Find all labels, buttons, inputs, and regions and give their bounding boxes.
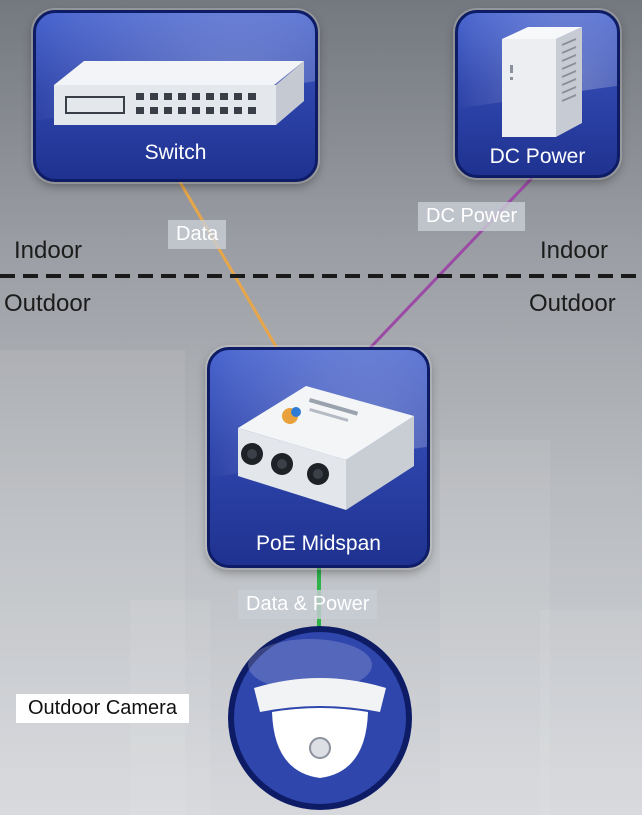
data-link-label: Data [168, 220, 227, 249]
dc-power-link-label: DC Power [418, 202, 526, 231]
dome-camera-icon [254, 678, 386, 778]
background-building [440, 440, 550, 815]
poe-midspan-node[interactable]: PoE Midspan [207, 347, 430, 568]
data-line [178, 181, 280, 351]
network-switch-icon [54, 61, 304, 125]
outdoor-zone-label-left: Outdoor [4, 290, 91, 317]
outdoor-zone-label-right: Outdoor [529, 290, 616, 317]
outdoor-camera-label: Outdoor Camera [16, 694, 189, 723]
switch-node[interactable]: Switch [33, 10, 318, 182]
dc-power-node[interactable]: DC Power [455, 10, 620, 178]
background-building [540, 610, 642, 815]
indoor-zone-label-left: Indoor [14, 237, 83, 264]
power-supply-icon [502, 27, 582, 137]
midspan-device-icon [238, 386, 414, 510]
background-building [0, 350, 185, 815]
indoor-zone-label-right: Indoor [540, 237, 609, 264]
switch-label: Switch [144, 141, 207, 164]
dc-power-label: DC Power [489, 145, 586, 168]
poe-midspan-label: PoE Midspan [256, 532, 381, 555]
data-power-link-label: Data & Power [238, 590, 378, 619]
